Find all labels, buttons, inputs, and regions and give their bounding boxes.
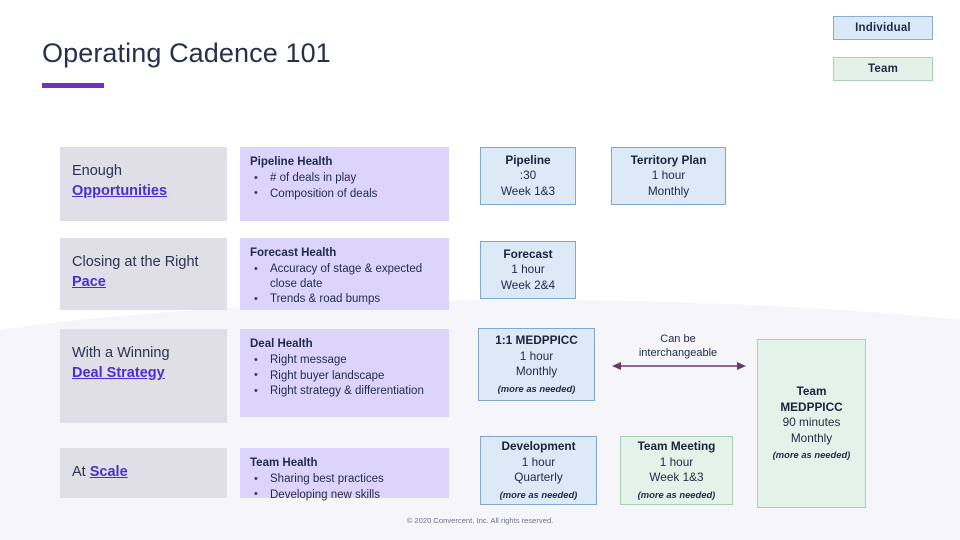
double-headed-arrow-icon (612, 362, 746, 370)
meeting-cadence: Monthly (790, 430, 833, 445)
meeting-name: Territory Plan (630, 152, 707, 167)
health-bullet-list: Sharing best practices Developing new sk… (250, 472, 439, 502)
meeting-cadence: Week 1&3 (500, 183, 556, 198)
meeting-name: Forecast (503, 246, 553, 261)
health-card-pipeline: Pipeline Health # of deals in play Compo… (240, 147, 449, 221)
meeting-note: (more as needed) (497, 382, 576, 394)
health-bullet: Right strategy & differentiation (250, 384, 439, 399)
theme-card-deal-strategy: With a Winning Deal Strategy (60, 329, 227, 423)
health-card-team: Team Health Sharing best practices Devel… (240, 448, 449, 501)
meeting-duration: :30 (519, 168, 537, 183)
health-card-title: Forecast Health (250, 247, 337, 259)
theme-line-1: Enough (72, 163, 122, 179)
health-bullet: Right buyer landscape (250, 368, 439, 384)
page-title: Operating Cadence 101 (42, 38, 331, 68)
health-bullet-list: Right message Right buyer landscape Righ… (250, 353, 439, 399)
footer-copyright: © 2020 Convercent, Inc. All rights reser… (406, 516, 554, 525)
meeting-card-team-meeting[interactable]: Team Meeting 1 hour Week 1&3 (more as ne… (620, 436, 733, 505)
legend-team-label: Team (868, 63, 898, 75)
meeting-name-line-2: MEDPPICC (780, 399, 843, 414)
meeting-note: (more as needed) (772, 449, 851, 461)
interchangeable-annotation: Can be interchangeable (603, 332, 753, 360)
health-bullet: Sharing best practices (250, 472, 439, 487)
theme-line-1: With a Winning (72, 345, 170, 361)
health-card-title: Pipeline Health (250, 156, 333, 168)
meeting-card-territory-plan[interactable]: Territory Plan 1 hour Monthly (611, 147, 726, 205)
meeting-duration: 1 hour (651, 168, 686, 183)
health-card-title: Team Health (250, 457, 318, 469)
interchangeable-line-2: interchangeable (638, 347, 718, 359)
theme-link-pace[interactable]: Pace (72, 274, 106, 290)
meeting-cadence: Quarterly (514, 470, 563, 484)
health-bullet: Developing new skills (250, 487, 439, 503)
meeting-card-forecast[interactable]: Forecast 1 hour Week 2&4 (480, 241, 576, 299)
theme-card-scale: At Scale (60, 448, 227, 498)
health-bullet-list: # of deals in play Composition of deals (250, 171, 439, 201)
meeting-name: 1:1 MEDPPICC (495, 333, 578, 347)
meeting-duration: 1 hour (511, 262, 545, 277)
health-bullet: Accuracy of stage & expected close date (250, 261, 439, 291)
meeting-card-development[interactable]: Development 1 hour Quarterly (more as ne… (480, 436, 597, 505)
meeting-duration: 1 hour (659, 454, 694, 469)
meeting-note: (more as needed) (637, 488, 716, 500)
legend-team: Team (833, 57, 933, 81)
health-card-deal: Deal Health Right message Right buyer la… (240, 329, 449, 417)
health-bullet: # of deals in play (250, 171, 439, 186)
interchangeable-line-1: Can be (660, 333, 696, 345)
meeting-cadence: Week 1&3 (649, 470, 704, 484)
meeting-note: (more as needed) (499, 488, 578, 500)
meeting-card-1-1-medppicc[interactable]: 1:1 MEDPPICC 1 hour Monthly (more as nee… (478, 328, 595, 401)
theme-link-opportunities[interactable]: Opportunities (72, 183, 168, 199)
meeting-duration: 90 minutes (782, 415, 841, 430)
theme-link-deal-strategy[interactable]: Deal Strategy (72, 365, 165, 381)
title-accent-rule (42, 83, 104, 88)
theme-link-scale[interactable]: Scale (89, 464, 128, 480)
theme-line-1: At (72, 464, 90, 480)
theme-line-1: Closing at the Right (72, 254, 199, 270)
meeting-duration: 1 hour (519, 348, 554, 363)
legend-individual-label: Individual (855, 22, 911, 34)
meeting-card-pipeline[interactable]: Pipeline :30 Week 1&3 (480, 147, 576, 205)
legend-individual: Individual (833, 16, 933, 40)
meeting-name: Pipeline (505, 152, 551, 167)
meeting-duration: 1 hour (521, 454, 556, 469)
meeting-cadence: Monthly (515, 364, 558, 378)
meeting-name: Development (501, 439, 576, 453)
health-bullet: Trends & road bumps (250, 292, 439, 307)
meeting-name: Team Meeting (637, 439, 716, 453)
meeting-cadence: Monthly (647, 183, 690, 198)
health-bullet: Composition of deals (250, 186, 439, 202)
theme-card-opportunities: Enough Opportunities (60, 147, 227, 221)
health-bullet-list: Accuracy of stage & expected close date … (250, 261, 439, 307)
meeting-cadence: Week 2&4 (500, 277, 556, 292)
health-card-title: Deal Health (250, 338, 313, 350)
meeting-card-team-medppicc[interactable]: Team MEDPPICC 90 minutes Monthly (more a… (757, 339, 866, 508)
health-bullet: Right message (250, 353, 439, 368)
theme-card-pace: Closing at the Right Pace (60, 238, 227, 310)
health-card-forecast: Forecast Health Accuracy of stage & expe… (240, 238, 449, 310)
meeting-name-line-1: Team (796, 384, 827, 399)
